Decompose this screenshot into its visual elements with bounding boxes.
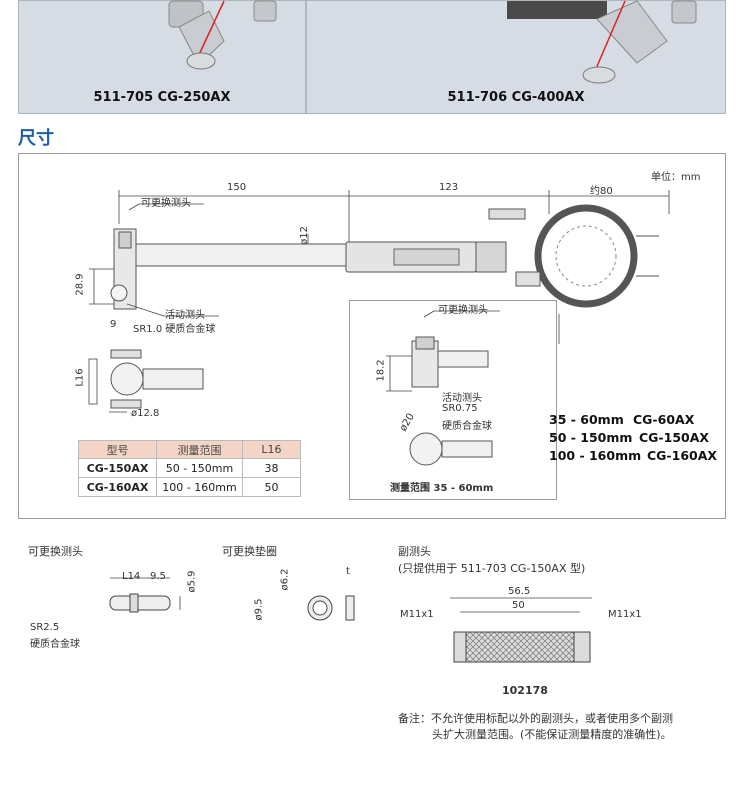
small-gauge-inset: 可更换测头 18.2 活动测头 SR0.75 硬质合金球 ø20 测量范围 35… bbox=[349, 300, 557, 500]
small-gauge-drawing bbox=[386, 310, 500, 466]
th-range: 测量范围 bbox=[156, 440, 243, 459]
aux-thread-right: M11x1 bbox=[608, 609, 642, 620]
spec-table: 型号 测量范围 L16 CG-150AX 50 - 150mm 38 CG-16… bbox=[78, 440, 301, 497]
dim-28-9: 28.9 bbox=[74, 273, 86, 296]
main-gauge-drawing bbox=[88, 190, 670, 413]
label-sr10: SR1.0 硬质合金球 bbox=[133, 324, 216, 335]
model-list-range-0: 35 - 60mm bbox=[549, 412, 624, 427]
label-replaceable-probe: 可更换测头 bbox=[141, 198, 191, 209]
inset-dim-18-2: 18.2 bbox=[375, 359, 387, 382]
aux-thread-left: M11x1 bbox=[400, 609, 434, 620]
dim-80: 约80 bbox=[590, 186, 613, 197]
model-list-model-2: CG-160AX bbox=[647, 448, 718, 463]
cell-model: CG-150AX bbox=[78, 458, 157, 478]
dim-L16: L16 bbox=[74, 368, 86, 387]
probe-dim-d5-9: ø5.9 bbox=[186, 570, 198, 593]
washer-dim-d6-2: ø6.2 bbox=[279, 568, 291, 591]
model-list-model-1: CG-150AX bbox=[639, 430, 710, 445]
dim-d12: ø12 bbox=[298, 226, 310, 245]
washer-drawing bbox=[307, 595, 355, 621]
inset-range-caption: 测量范围 35 - 60mm bbox=[390, 483, 494, 494]
dim-150: 150 bbox=[227, 182, 247, 193]
table-row: CG-160AX 100 - 160mm 50 bbox=[78, 477, 301, 497]
cell-range: 50 - 150mm bbox=[156, 458, 243, 478]
dim-123: 123 bbox=[439, 182, 459, 193]
unit-label: 单位：mm bbox=[651, 172, 701, 183]
model-list-range-1: 50 - 150mm bbox=[549, 430, 633, 445]
cell-range: 100 - 160mm bbox=[156, 477, 243, 497]
note-line-1: 备注：不允许使用标配以外的副测头，或者使用多个副测 bbox=[398, 712, 673, 725]
cell-model: CG-160AX bbox=[78, 477, 157, 497]
probe-label-carbide: 硬质合金球 bbox=[30, 639, 80, 650]
inset-label-movable: 活动测头 bbox=[442, 393, 482, 404]
right-model-caption: 511-706 CG-400AX bbox=[447, 90, 585, 105]
aux-probe-drawing bbox=[450, 597, 592, 663]
washer-title: 可更换垫圈 bbox=[222, 545, 277, 558]
cell-l16: 38 bbox=[242, 458, 301, 478]
dim-d12-8: ø12.8 bbox=[131, 408, 160, 419]
aux-part-number: 102178 bbox=[502, 684, 548, 697]
inset-label-carbide: 硬质合金球 bbox=[442, 421, 492, 432]
washer-dim-d9-5: ø9.5 bbox=[253, 598, 265, 621]
note-line-2: 头扩大测量范围。(不能保证测量精度的准确性)。 bbox=[432, 728, 672, 741]
cell-l16: 50 bbox=[242, 477, 301, 497]
dim-9: 9 bbox=[110, 319, 117, 330]
th-model: 型号 bbox=[78, 440, 157, 459]
inset-label-replaceable: 可更换测头 bbox=[438, 305, 488, 316]
washer-dim-t: t bbox=[346, 566, 350, 577]
product-photo-left: 511-705 CG-250AX bbox=[18, 0, 306, 114]
spec-table-header: 型号 测量范围 L16 bbox=[78, 440, 301, 459]
model-list-model-0: CG-60AX bbox=[633, 412, 695, 427]
probe-label-sr25: SR2.5 bbox=[30, 622, 60, 633]
aux-probe-subtitle: (只提供用于 511-703 CG-150AX 型) bbox=[398, 562, 586, 575]
inset-label-sr075: SR0.75 bbox=[442, 403, 478, 414]
aux-probe-title: 副测头 bbox=[398, 545, 431, 558]
product-photo-right: 511-706 CG-400AX bbox=[306, 0, 726, 114]
gauge-photo-left bbox=[168, 0, 277, 70]
aux-dim-56-5: 56.5 bbox=[508, 586, 531, 597]
th-l16: L16 bbox=[242, 440, 301, 459]
probe-title: 可更换测头 bbox=[28, 545, 83, 558]
probe-dim-9-5: 9.5 bbox=[150, 571, 166, 582]
model-list-range-2: 100 - 160mm bbox=[549, 448, 642, 463]
table-row: CG-150AX 50 - 150mm 38 bbox=[78, 458, 301, 478]
gauge-photo-right bbox=[507, 0, 697, 84]
probe-dim-L14: L14 bbox=[122, 571, 141, 582]
replaceable-probe-drawing bbox=[109, 577, 181, 613]
left-model-caption: 511-705 CG-250AX bbox=[93, 90, 231, 105]
section-title: 尺寸 bbox=[18, 128, 54, 149]
label-movable-probe: 活动测头 bbox=[165, 310, 205, 321]
aux-dim-50: 50 bbox=[512, 600, 525, 611]
